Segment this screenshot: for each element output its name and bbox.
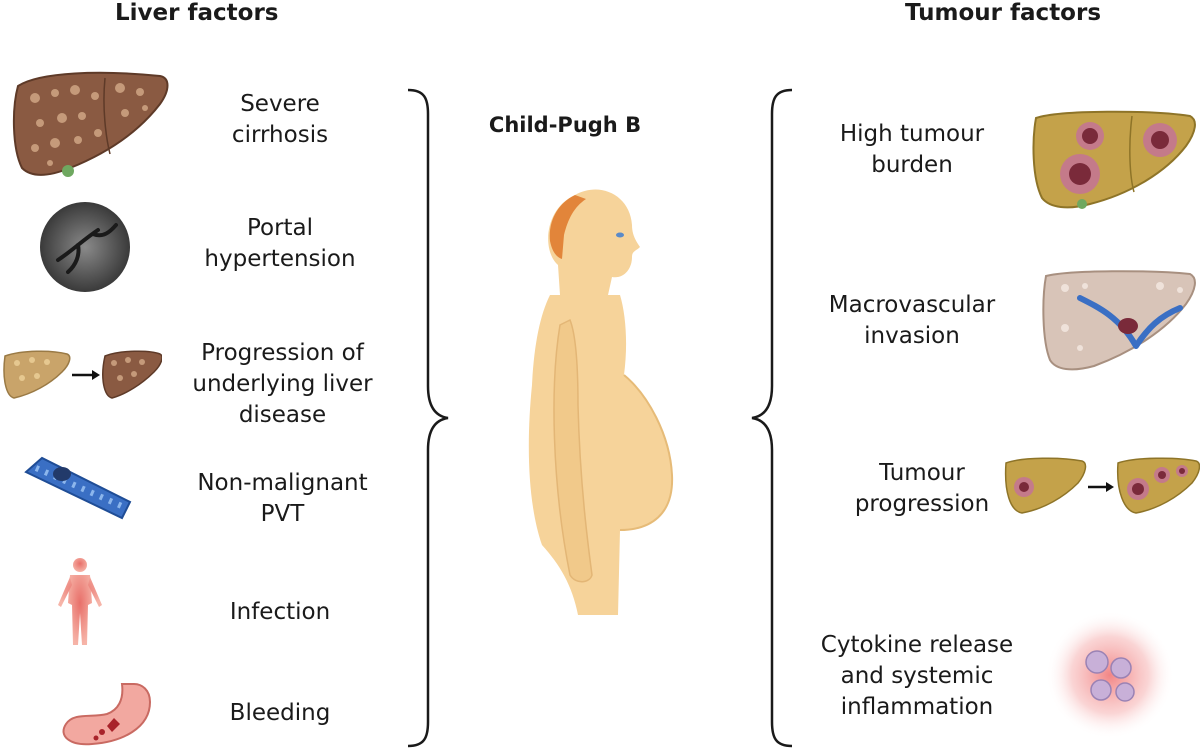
stomach-icon [52,680,157,748]
tumour-factor-label-progression: Tumour progression [854,460,990,517]
liver-progression-icon [2,348,162,403]
liver-factor-label-progression: Progression of underlying liver disease [192,340,373,428]
left-header: Liver factors [115,0,279,26]
liver-factor-label-bleeding: Bleeding [229,700,331,726]
liver-factor-label-cirrhosis: Severe cirrhosis [231,91,329,148]
liver-factor-label-pvt: Non-malignant PVT [197,470,368,527]
liver-factor-label-portal-hypertension: Portal hypertension [204,215,356,272]
vein-thrombus-icon [22,452,134,524]
right-curly-brace [748,86,798,750]
tumour-liver-icon [1030,108,1200,213]
human-body-icon [52,555,108,650]
angiogram-icon [38,200,133,295]
patient-figure-icon [520,185,690,625]
tumour-factor-label-burden: High tumour burden [839,121,985,178]
tumour-progression-icon [1002,455,1200,520]
right-header: Tumour factors [905,0,1102,26]
liver-factor-label-infection: Infection [229,599,331,625]
tumour-factor-label-invasion: Macrovascular invasion [828,292,996,349]
inflammation-cells-icon [1045,610,1175,740]
center-title: Child-Pugh B [488,113,642,137]
vascular-invasion-liver-icon [1040,268,1200,376]
left-curly-brace [402,86,452,750]
tumour-factor-label-cytokine: Cytokine release and systemic inflammati… [820,632,1014,720]
cirrhotic-liver-icon [10,68,172,183]
